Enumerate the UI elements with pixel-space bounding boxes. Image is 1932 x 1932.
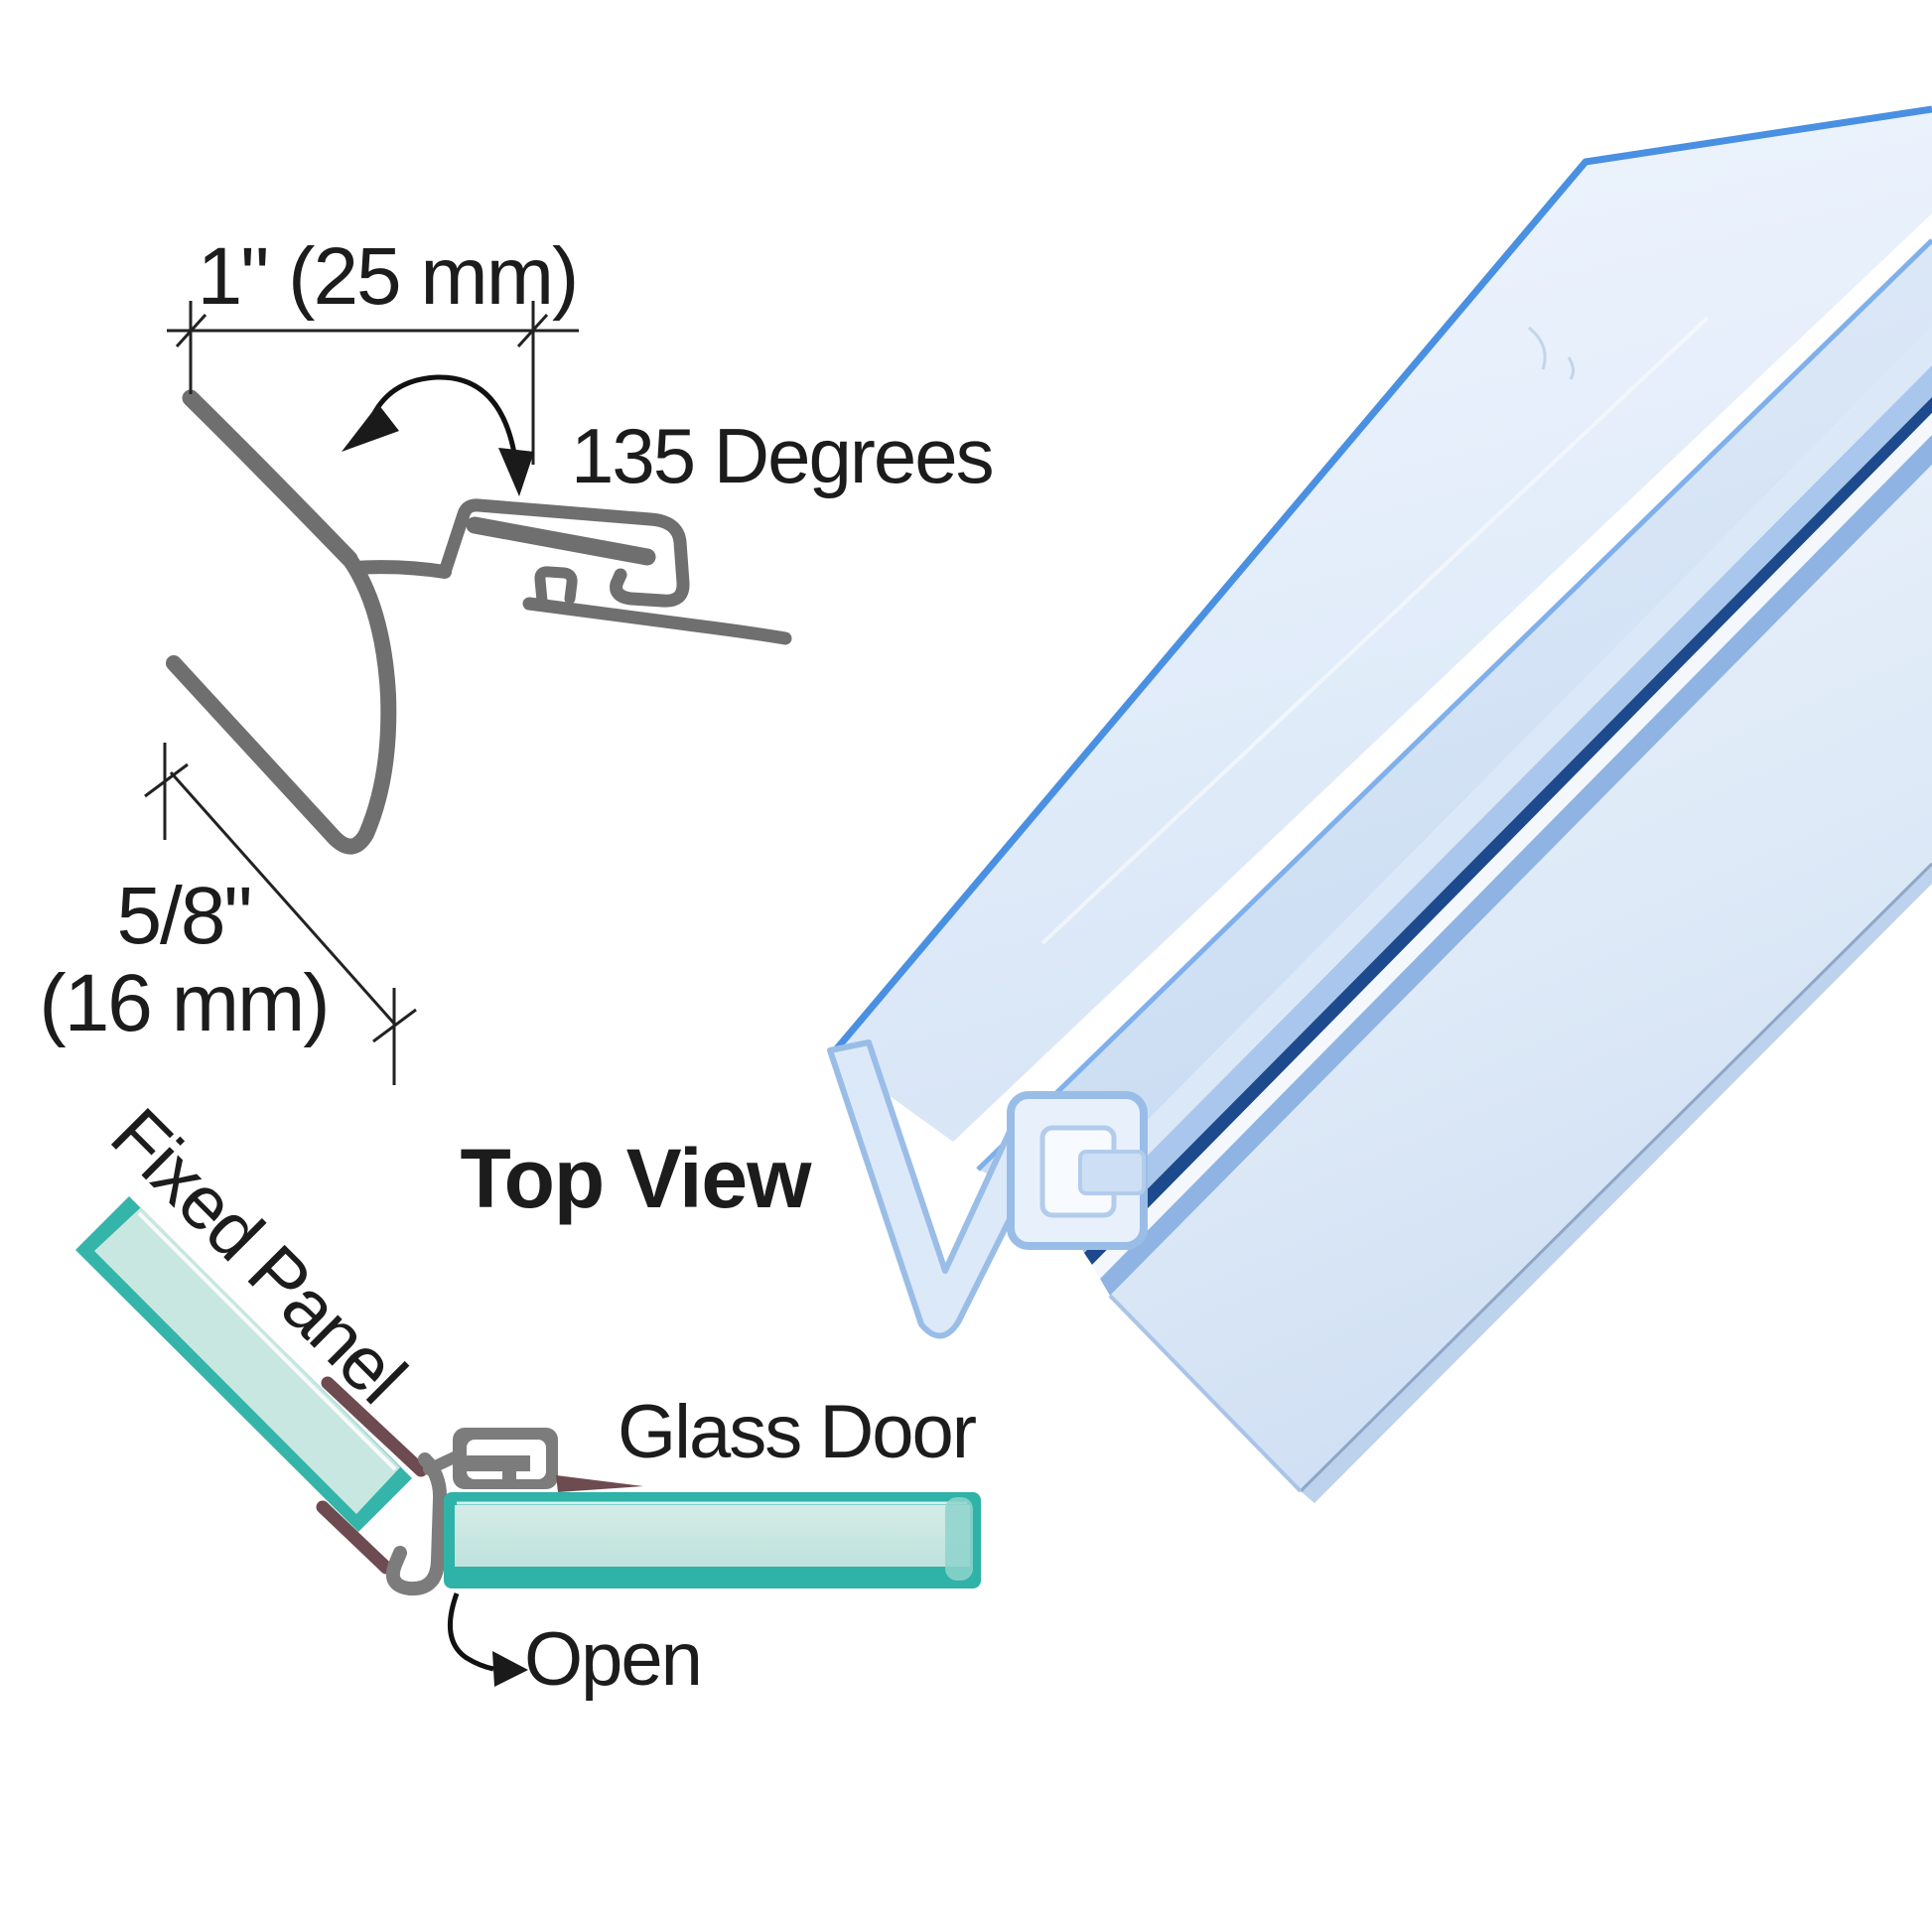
vinyl-surface-scratch xyxy=(1528,326,1576,380)
profile-wiper-fin xyxy=(522,597,792,645)
vinyl-upper-fin-edge xyxy=(829,105,1932,1057)
profile-clip-hook xyxy=(534,566,578,607)
vinyl-end-channel-tab xyxy=(1078,1150,1146,1195)
angle-arrowhead-left xyxy=(342,404,399,452)
seal-wiper-strip-upper xyxy=(321,1376,428,1477)
dimension-depth-fraction-label: 5/8" xyxy=(116,871,252,961)
vinyl-rear-fin-surface xyxy=(978,240,1932,1206)
angle-arrowhead-right xyxy=(498,448,534,496)
vinyl-lower-fin-surface xyxy=(1110,465,1932,1491)
vinyl-lower-fin-underside-edge xyxy=(1299,862,1932,1493)
fixed-panel-glass-face xyxy=(94,1207,400,1514)
vinyl-ridge-stripe-white xyxy=(1092,413,1932,1279)
open-label: Open xyxy=(524,1617,703,1702)
installation-illustration xyxy=(75,1196,981,1687)
vinyl-ridge-stripe-dark xyxy=(1084,397,1932,1265)
seal-clip-leg xyxy=(502,1471,516,1485)
dimension-depth-tick-lower xyxy=(372,1008,417,1043)
fixed-panel-glass-highlight xyxy=(137,1211,397,1471)
seal-clip-tab xyxy=(467,1455,530,1471)
profile-clip-inner-bar xyxy=(466,516,656,566)
profile-cross-section-drawing xyxy=(166,389,792,855)
open-arrowhead xyxy=(492,1651,528,1687)
vinyl-end-v-fin xyxy=(827,1039,1057,1339)
vinyl-lower-fin-cut-edge xyxy=(1108,1294,1303,1493)
profile-stem-and-v-fin xyxy=(166,551,397,855)
angle-arrow xyxy=(342,374,534,496)
vinyl-rear-fin-edge xyxy=(976,238,1932,1172)
glass-door-end-bevel xyxy=(945,1497,973,1581)
seal-wiper-strip-lower xyxy=(316,1500,393,1575)
vinyl-seal-3d-render xyxy=(827,105,1932,1503)
profile-branch xyxy=(347,560,452,579)
vinyl-ridge-stripe-mid2 xyxy=(1100,435,1932,1296)
angle-label: 135 Degrees xyxy=(571,412,995,499)
dimension-depth-metric-label: (16 mm) xyxy=(39,958,330,1048)
seal-wiper-on-door xyxy=(556,1475,643,1492)
vinyl-ridge-stripe-light xyxy=(1062,328,1932,1231)
vinyl-lower-fin-edge-band xyxy=(1301,864,1932,1503)
glass-door-label: Glass Door xyxy=(618,1390,977,1474)
seal-wrap xyxy=(385,1452,448,1596)
vinyl-ridge-stripe-mid xyxy=(1072,365,1932,1253)
vinyl-highlight-streak xyxy=(1040,316,1710,945)
profile-clip-channel-outer xyxy=(438,498,690,608)
dimension-width-label: 1" (25 mm) xyxy=(197,231,580,322)
dimension-depth-tick-upper xyxy=(144,762,189,798)
glass-door-face xyxy=(455,1505,970,1567)
profile-upper-fin xyxy=(182,389,358,568)
dimension-width xyxy=(167,301,579,465)
dimension-depth xyxy=(144,743,417,1085)
open-arrow-arc xyxy=(448,1592,494,1672)
dimension-depth-line xyxy=(169,771,397,1026)
top-view-label: Top View xyxy=(460,1132,812,1225)
